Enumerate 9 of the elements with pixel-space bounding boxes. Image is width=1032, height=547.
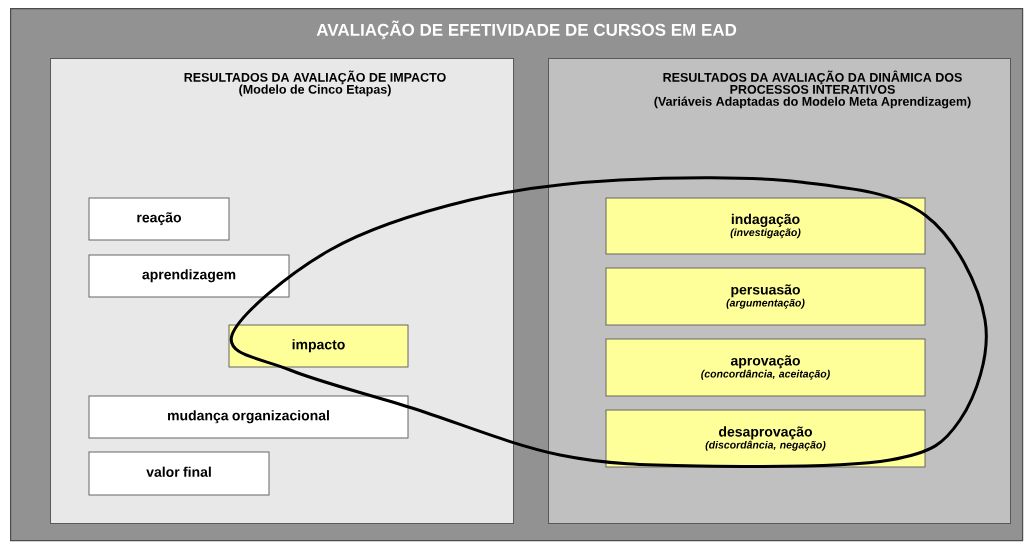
stage-box: mudança organizacional [88,395,409,439]
stage-box: desaprovação (discordância, negação) [605,409,926,468]
stage-box: reação [88,197,230,241]
stage-box: impacto [228,324,409,368]
stage-box: aprendizagem [88,254,290,298]
stage-box: indagação (investigação) [605,197,926,255]
stage-box: valor final [88,451,270,496]
stage-box: aprovação (concordância, aceitação) [605,338,926,397]
stage-box: persuasão (argumentação) [605,267,926,326]
